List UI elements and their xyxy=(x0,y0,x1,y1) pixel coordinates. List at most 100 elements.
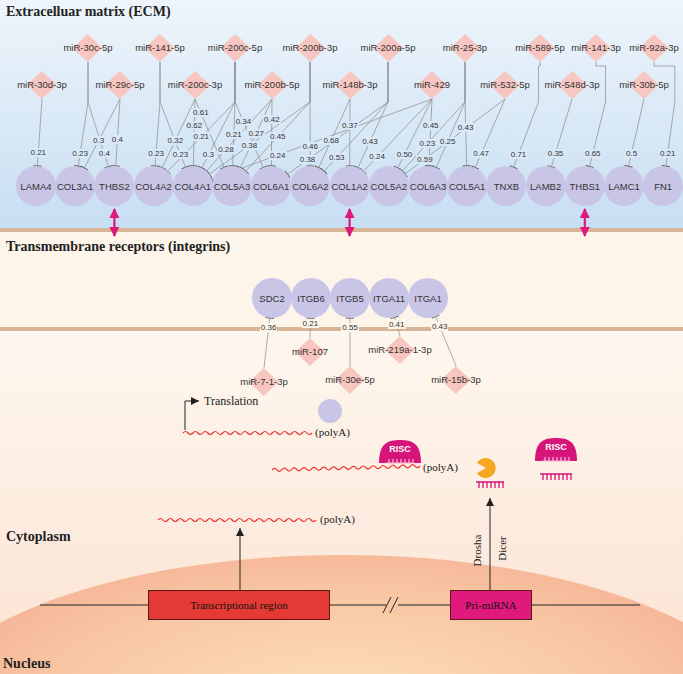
region-heading: Transmembrane receptors (integrins) xyxy=(6,238,241,255)
interaction-arrow xyxy=(113,209,115,236)
region-band: Cytoplasm miR-107 miR-219a-1-3p miR-7-1-3p m… xyxy=(0,331,683,674)
genome-region-box: Transcriptional region xyxy=(148,590,330,620)
node-label: THBS2 xyxy=(99,181,130,192)
receptor-circle: ITGB5 xyxy=(330,278,370,318)
node-label: Pri-miRNA xyxy=(465,599,516,611)
mirna-diamond: miR-148b-3p xyxy=(321,71,380,99)
boundary-line xyxy=(0,228,683,232)
polya-tail-label: (polyA) xyxy=(320,513,355,526)
region-heading: Nucleus xyxy=(3,655,123,672)
mirna-diamond: miR-7-1-3p xyxy=(238,368,290,396)
node-label: miR-29c-5p xyxy=(93,71,146,99)
mirna-diamond: miR-30e-5p xyxy=(323,366,377,394)
risc-complex: RISC xyxy=(534,437,578,463)
correlation-value: 0.45 xyxy=(422,121,440,130)
inhibition-line xyxy=(235,62,263,168)
region-band: Extracelluar matrix (ECM) miR-30c-5p miR-1… xyxy=(0,0,683,228)
node-label: miR-200b-5p xyxy=(243,71,302,99)
correlation-value: 0.21 xyxy=(659,149,677,158)
dna-strand xyxy=(40,605,640,606)
polya-tail-label: (polyA) xyxy=(423,461,458,474)
inhibition-line xyxy=(319,99,350,168)
correlation-value: 0.24 xyxy=(368,152,386,161)
mrna-strand xyxy=(272,465,420,472)
node-label: miR-30c-5p xyxy=(61,34,114,62)
node-label: miR-200c-3p xyxy=(166,71,224,99)
correlation-value: 0.28 xyxy=(217,145,235,154)
correlation-value: 0.21 xyxy=(302,319,320,328)
node-label: RISC xyxy=(534,437,578,453)
node-label: COL5A1 xyxy=(449,181,485,192)
node-label: miR-200a-5p xyxy=(359,34,418,62)
correlation-value: 0.46 xyxy=(301,142,319,151)
inhibition-line xyxy=(349,99,350,166)
mirna-diamond: miR-219a-1-3p xyxy=(366,336,433,364)
mrna-strands xyxy=(158,432,420,522)
node-label: miR-107 xyxy=(290,338,330,366)
correlation-value: 0.59 xyxy=(416,155,434,164)
correlation-value: 0.36 xyxy=(260,323,278,332)
gene-circle: COL4A2 xyxy=(134,166,174,206)
mirna-diamond: miR-30c-5p xyxy=(61,34,114,62)
risc-body xyxy=(379,440,421,463)
receptor-circle: ITGA1 xyxy=(408,278,448,318)
gene-circle: COL5A3 xyxy=(212,166,252,206)
correlation-value: 0.5 xyxy=(625,149,638,158)
correlation-value: 0.55 xyxy=(341,323,359,332)
correlation-value: 0.41 xyxy=(388,320,406,329)
gene-circle: COL4A1 xyxy=(173,166,213,206)
mirna-diamond: miR-141-3p xyxy=(569,34,623,62)
correlation-value: 0.35 xyxy=(547,149,565,158)
polya-tail-label: (polyA) xyxy=(315,426,350,439)
node-label: ITGB6 xyxy=(297,293,324,304)
correlation-value: 0.53 xyxy=(328,153,346,162)
gene-circle: TNXB xyxy=(486,166,526,206)
correlation-value: 0.21 xyxy=(192,132,210,141)
node-label: miR-30e-5p xyxy=(323,366,377,394)
correlation-value: 0.23 xyxy=(147,149,165,158)
mirna-duplex xyxy=(476,482,504,488)
mirna-diamond: miR-141-5p xyxy=(133,34,187,62)
mrna-strand xyxy=(158,519,316,522)
correlation-value: 0.47 xyxy=(472,149,490,158)
correlation-value: 0.23 xyxy=(172,150,190,159)
mirna-diamond: miR-200a-5p xyxy=(359,34,418,62)
loaded-mirna xyxy=(386,459,414,463)
mirna-diamond: miR-429 xyxy=(412,71,452,99)
gene-circle: COL6A2 xyxy=(290,166,330,206)
degradation-enzyme xyxy=(477,458,496,478)
nucleus-outline xyxy=(0,555,683,674)
region-heading: Cytoplasm xyxy=(6,528,206,545)
interaction-arrow xyxy=(349,209,351,236)
correlation-value: 0.23 xyxy=(71,149,89,158)
node-label: miR-30d-3p xyxy=(15,71,69,99)
membrane-ground xyxy=(0,229,683,329)
ecm-ground xyxy=(0,0,683,229)
node-label: miR-92a-3p xyxy=(627,34,681,62)
interaction-arrow xyxy=(584,209,586,236)
node-label: miR-200b-3p xyxy=(281,34,340,62)
node-label: TNXB xyxy=(494,181,519,192)
node-label: SDC2 xyxy=(259,293,284,304)
node-label: miR-30b-5p xyxy=(617,71,671,99)
mirna-diamond: miR-532-5p xyxy=(478,71,532,99)
mirna-diamond: miR-25-3p xyxy=(441,34,489,62)
node-label: Transcriptional region xyxy=(190,599,288,611)
region-heading: Extracelluar matrix (ECM) xyxy=(6,3,306,20)
enzyme-label: Drosha xyxy=(472,534,485,566)
gene-circle: THBS2 xyxy=(94,166,134,206)
correlation-value: 0.21 xyxy=(30,148,48,157)
node-label: THBS1 xyxy=(569,181,600,192)
mirna-diamond: miR-200c-3p xyxy=(166,71,224,99)
mrna-strand xyxy=(183,432,312,435)
gene-circle: COL1A2 xyxy=(330,166,370,206)
node-label: COL6A3 xyxy=(410,181,446,192)
node-label: COL3A1 xyxy=(57,181,93,192)
inhibition-line xyxy=(465,62,467,166)
node-label: miR-200c-5p xyxy=(206,34,264,62)
node-label: miR-148b-3p xyxy=(321,71,380,99)
dna-break xyxy=(383,597,398,613)
correlation-value: 0.61 xyxy=(192,108,210,117)
node-label: miR-141-3p xyxy=(569,34,623,62)
risc-complex: RISC xyxy=(378,439,422,465)
